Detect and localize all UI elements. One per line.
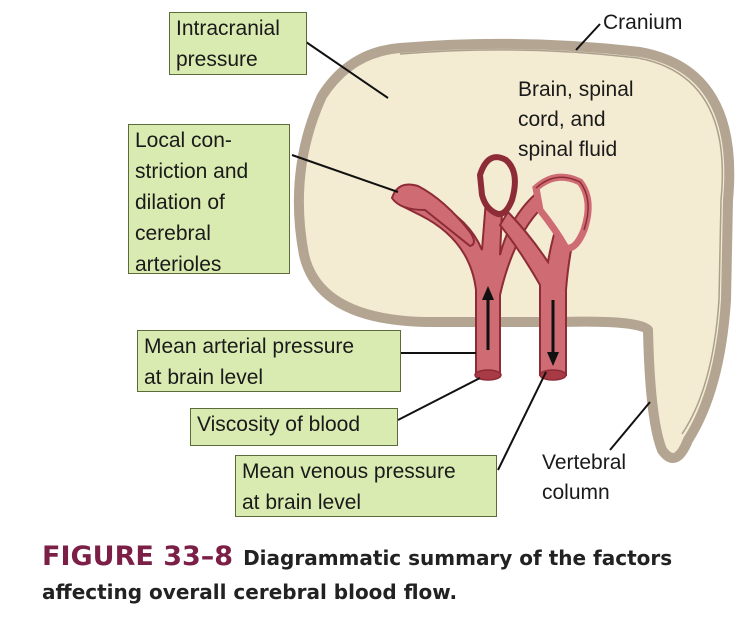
- label-intracranial-pressure: Intracranial pressure: [169, 12, 307, 75]
- cranium-inner-line: [399, 49, 724, 435]
- label-mean-venous-pressure: Mean venous pressure at brain level: [235, 455, 497, 517]
- figure-number: FIGURE 33–8: [42, 541, 234, 572]
- leader-vertebral-column: [609, 401, 651, 451]
- label-viscosity-of-blood: Viscosity of blood: [190, 408, 398, 446]
- figure-caption-text: Diagrammatic summary of the factors affe…: [42, 546, 673, 604]
- arteriole-loop-right-edge: [535, 176, 589, 231]
- venous-flow-arrowhead: [547, 352, 559, 366]
- label-brain-spinal-cord: Brain, spinal cord, and spinal fluid: [518, 78, 634, 161]
- leader-mean-venous-pressure: [497, 371, 547, 471]
- leader-intracranial-pressure: [305, 41, 389, 99]
- arteriole-loop-top: [476, 154, 518, 218]
- arterial-flow-arrowhead: [482, 286, 494, 300]
- label-local-constriction: Local con- striction and dilation of cer…: [128, 124, 290, 276]
- label-mean-arterial-pressure: Mean arterial pressure at brain level: [137, 330, 401, 392]
- arteriole-loop-left: [390, 183, 475, 248]
- label-cranium: Cranium: [603, 11, 683, 34]
- artery-opening: [474, 369, 502, 381]
- leader-local-constriction: [291, 154, 399, 193]
- leader-cranium: [575, 23, 601, 51]
- label-vertebral-column: Vertebral column: [542, 451, 627, 504]
- leader-viscosity: [397, 377, 481, 421]
